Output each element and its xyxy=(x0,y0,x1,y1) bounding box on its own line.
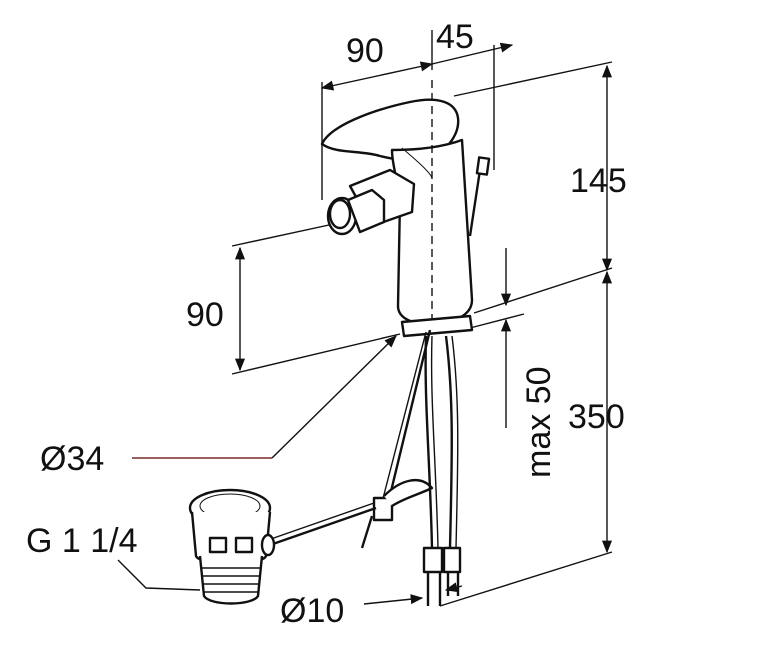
dim-45-top: 45 xyxy=(436,18,474,56)
dim-diameter-34: Ø34 xyxy=(40,440,104,478)
right-dimension-lines xyxy=(439,61,613,607)
dim-90-top: 90 xyxy=(346,32,384,70)
dim-diameter-10: Ø10 xyxy=(280,592,344,630)
dim-350: 350 xyxy=(568,398,625,436)
diameter-34-pointer xyxy=(271,335,397,459)
max-stroke-dimension xyxy=(469,248,525,428)
dim-drain-thread: G 1 1/4 xyxy=(26,522,138,560)
popup-waste xyxy=(188,488,276,605)
drain-thread-leader xyxy=(117,559,201,591)
spout-height-dimension xyxy=(231,219,401,375)
popup-linkage xyxy=(267,329,434,549)
dim-max-50: max 50 xyxy=(520,367,558,479)
mixer-body xyxy=(320,80,491,338)
top-dimension-lines xyxy=(320,30,514,200)
dim-90-left: 90 xyxy=(186,296,224,334)
supply-hoses xyxy=(422,335,462,606)
dim-145: 145 xyxy=(570,162,627,200)
diameter-10-leader xyxy=(363,594,424,605)
